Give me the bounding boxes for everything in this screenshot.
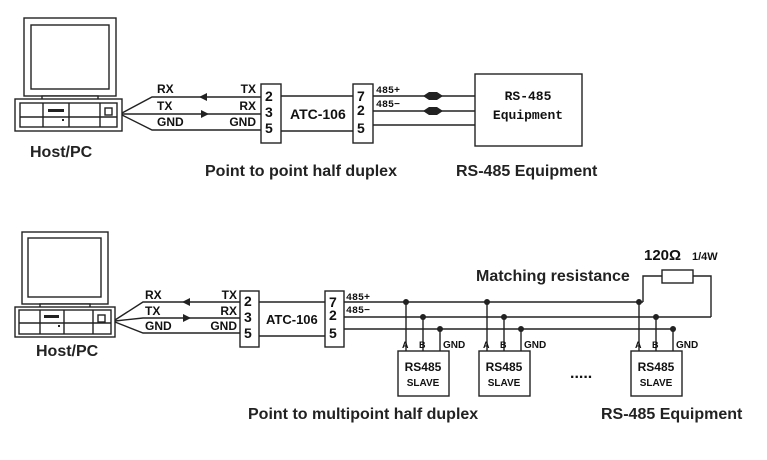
gnd-wire xyxy=(121,114,262,131)
bus-label-minus: 485− xyxy=(376,100,400,111)
bus-label-plus: 485+ xyxy=(376,86,400,97)
rs485-terminal xyxy=(324,290,345,348)
rx-wire xyxy=(114,301,242,321)
rs485-pin: 7 xyxy=(357,88,365,104)
host-label: Host/PC xyxy=(36,343,99,360)
db9-connector xyxy=(260,83,282,144)
resistor-icon xyxy=(661,269,694,284)
slave-pin-label: B xyxy=(500,340,507,350)
slave-box xyxy=(397,350,450,397)
computer-icon xyxy=(14,231,116,338)
tx-wire xyxy=(114,317,242,322)
rs485-pin: 5 xyxy=(357,120,365,136)
slave-subtitle: SLAVE xyxy=(488,378,521,389)
gnd-wire xyxy=(114,321,242,334)
arrow-right-icon xyxy=(183,314,191,322)
computer-icon xyxy=(14,17,123,132)
junction-dot xyxy=(636,299,642,305)
slave-pin-label: B xyxy=(419,340,426,350)
slave-pin-label: A xyxy=(635,340,642,350)
conv-signal-tx: TX xyxy=(241,82,256,96)
converter-label: ATC-106 xyxy=(266,312,318,327)
conv-signal-rx: RX xyxy=(239,99,256,113)
slave-box xyxy=(478,350,531,397)
rs485-equipment-box xyxy=(474,73,583,147)
pc-signal-gnd: GND xyxy=(157,115,184,129)
rs485-pin: 2 xyxy=(357,102,365,118)
junction-dot xyxy=(653,314,659,320)
slave-title: RS485 xyxy=(638,360,675,374)
rx-wire xyxy=(121,96,262,114)
pc-signal-gnd: GND xyxy=(145,319,172,333)
junction-dot xyxy=(670,326,676,332)
db9-pin: 5 xyxy=(265,120,273,136)
equipment-box-subtitle: Equipment xyxy=(493,108,563,123)
arrow-right-icon xyxy=(201,110,209,118)
pc-signal-rx: RX xyxy=(157,82,174,96)
diagram-caption: Point to point half duplex xyxy=(205,163,397,180)
bus-label-minus: 485− xyxy=(346,306,370,317)
db9-pin: 3 xyxy=(244,309,252,325)
slave-pin-label: B xyxy=(652,340,659,350)
junction-dot xyxy=(437,326,443,332)
junction-dot xyxy=(501,314,507,320)
ellipsis: ..... xyxy=(570,365,592,382)
slave-box xyxy=(630,350,683,397)
rs485-terminal xyxy=(352,83,374,144)
slave-pin-label: GND xyxy=(676,340,698,351)
arrow-left-icon xyxy=(182,298,190,306)
top-diagram: Host/PC RX TX GND TX RX GND 2 3 5 ATC-10… xyxy=(14,17,598,180)
junction-dot xyxy=(484,299,490,305)
matching-resistance-label: Matching resistance xyxy=(476,268,630,285)
bidirectional-arrow-icon xyxy=(423,92,443,100)
bottom-diagram: Host/PC RX TX GND TX RX GND 2 3 5 ATC-10… xyxy=(14,231,743,423)
conv-signal-gnd: GND xyxy=(210,319,237,333)
bidirectional-arrow-icon xyxy=(423,107,443,115)
pc-signal-rx: RX xyxy=(145,288,162,302)
resistor-value: 120Ω xyxy=(644,247,681,264)
slave-title: RS485 xyxy=(405,360,442,374)
slave-pin-label: A xyxy=(402,340,409,350)
conv-signal-rx: RX xyxy=(220,304,237,318)
slave-pin-label: A xyxy=(483,340,490,350)
rs485-pin: 7 xyxy=(329,294,337,310)
rs485-pin: 2 xyxy=(329,307,337,323)
slave-pin-label: GND xyxy=(443,340,465,351)
db9-pin: 2 xyxy=(244,293,252,309)
db9-pin: 2 xyxy=(265,88,273,104)
equipment-caption: RS-485 Equipment xyxy=(601,406,743,423)
db9-connector xyxy=(239,290,260,348)
diagram-caption: Point to multipoint half duplex xyxy=(248,406,478,423)
equipment-box-title: RS-485 xyxy=(505,89,552,104)
slave-pin-label: GND xyxy=(524,340,546,351)
junction-dot xyxy=(518,326,524,332)
arrow-left-icon xyxy=(199,93,207,101)
slave-subtitle: SLAVE xyxy=(407,378,440,389)
host-label: Host/PC xyxy=(30,144,93,161)
conv-signal-gnd: GND xyxy=(229,115,256,129)
pc-signal-tx: TX xyxy=(145,304,160,318)
converter-label: ATC-106 xyxy=(290,106,346,122)
db9-pin: 5 xyxy=(244,325,252,341)
pc-signal-tx: TX xyxy=(157,99,172,113)
conv-signal-tx: TX xyxy=(222,288,237,302)
equipment-caption: RS-485 Equipment xyxy=(456,163,598,180)
slave-subtitle: SLAVE xyxy=(640,378,673,389)
bus-label-plus: 485+ xyxy=(346,293,370,304)
slave-title: RS485 xyxy=(486,360,523,374)
db9-pin: 3 xyxy=(265,104,273,120)
rs485-pin: 5 xyxy=(329,325,337,341)
junction-dot xyxy=(420,314,426,320)
resistor-power: 1/4W xyxy=(692,251,718,263)
junction-dot xyxy=(403,299,409,305)
